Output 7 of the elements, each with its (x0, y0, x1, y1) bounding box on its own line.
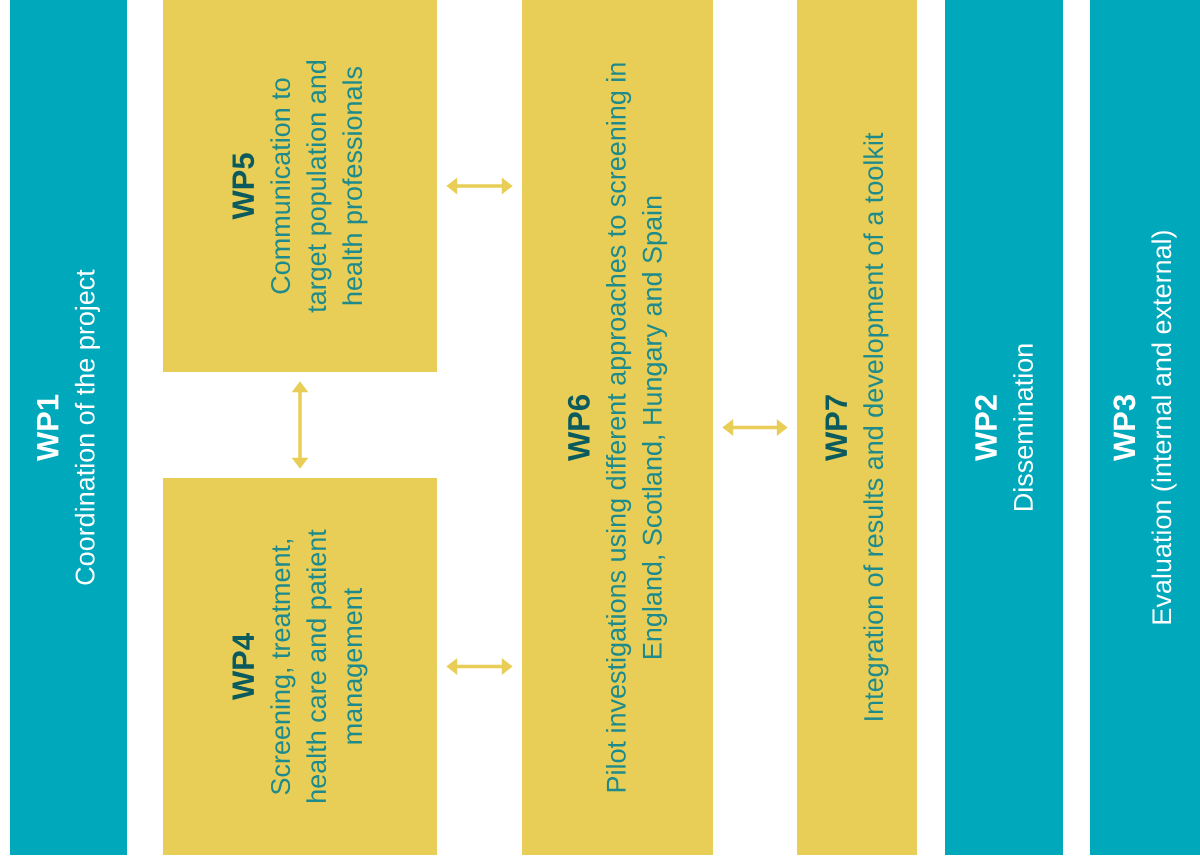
work-package-box: WP2 Dissemination (945, 0, 1063, 855)
work-package-box: WP7 Integration of results and development of a toolkit (797, 0, 917, 855)
work-package-box: WP1 Coordination of the project (10, 0, 127, 855)
work-package-box: WP3 Evaluation (internal and external) (1090, 0, 1200, 855)
work-package-box: WP5 Communication to target population and health professionals (163, 0, 437, 372)
work-package-box: WP4 Screening, treatment, health care and patient management (163, 478, 437, 855)
work-package-box: WP6 Pilot investigations using different approaches to screening in England, Scotland, Hungary and Spain (522, 0, 713, 855)
